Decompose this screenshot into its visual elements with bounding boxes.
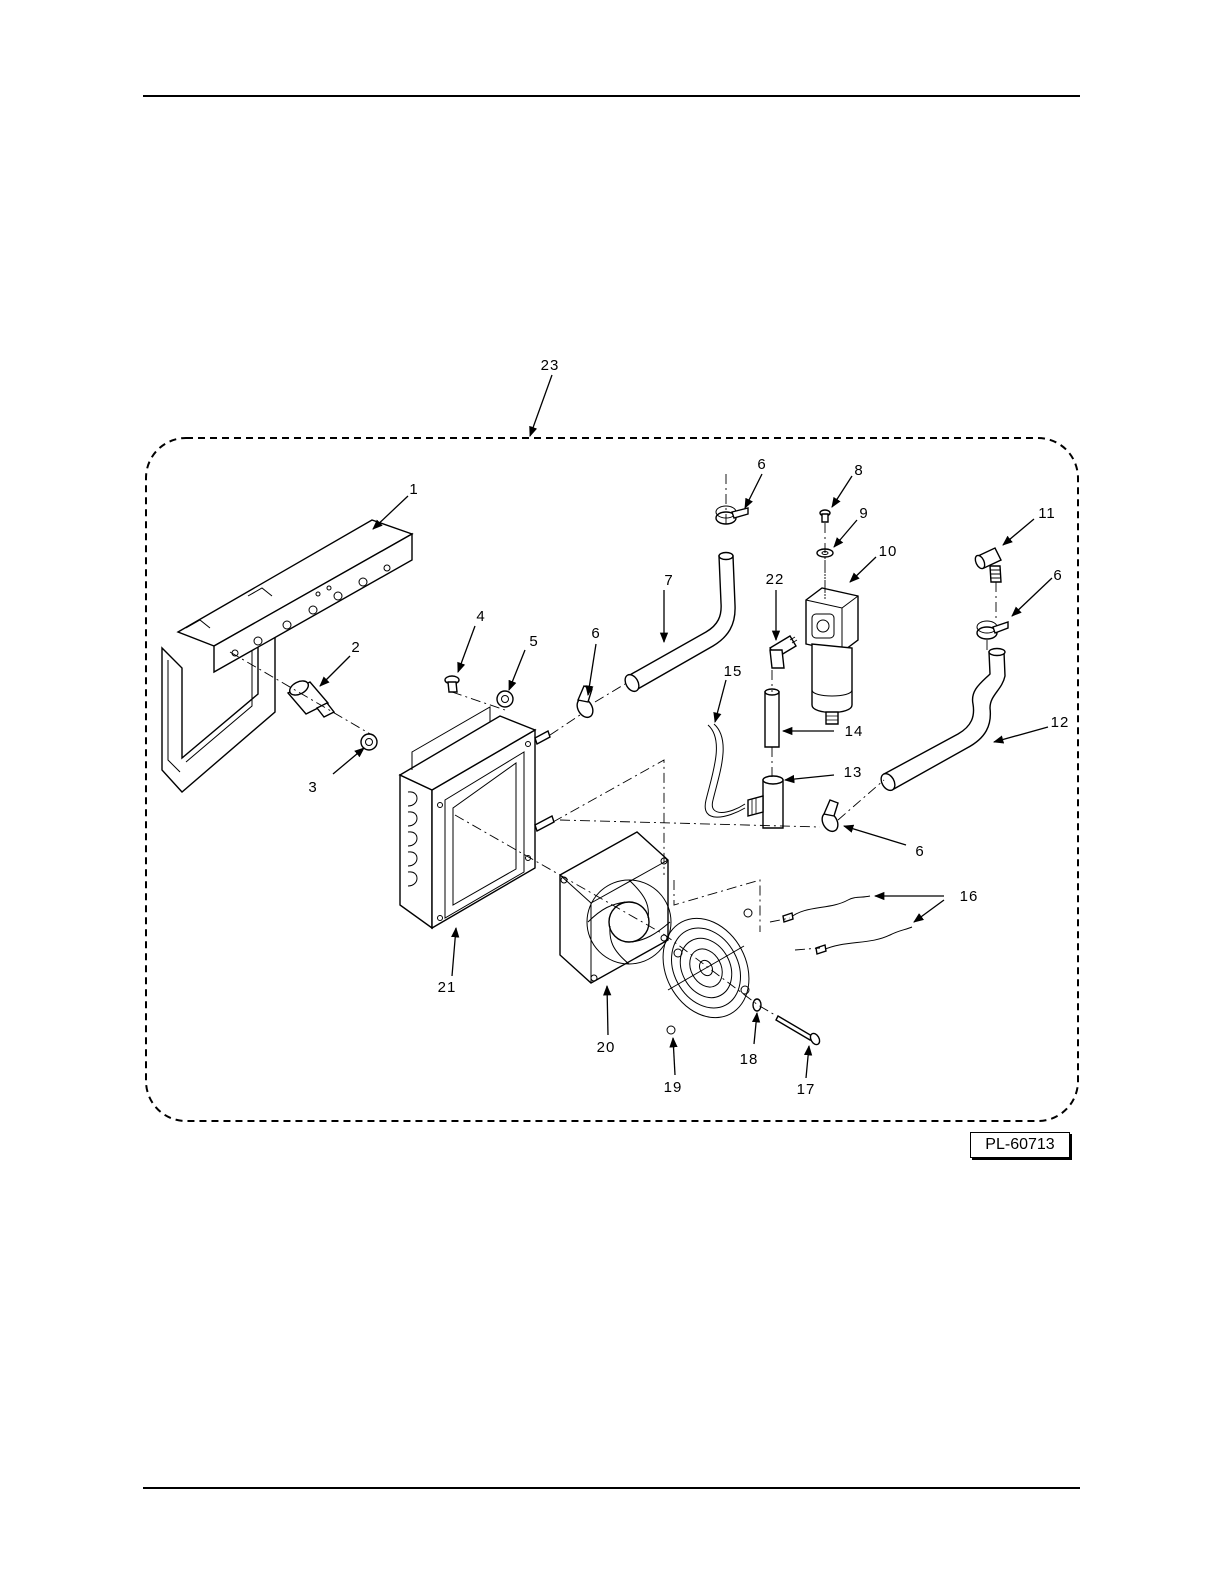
part-13-tee-fitting xyxy=(748,776,783,828)
part-3-nut xyxy=(361,734,377,750)
callout-16: 16 xyxy=(960,888,979,905)
callout-14: 14 xyxy=(845,723,864,740)
callout-2: 2 xyxy=(351,639,360,656)
figure-reference-id: PL-60713 xyxy=(970,1132,1070,1158)
callout-23: 23 xyxy=(541,357,560,374)
callout-6-hx: 6 xyxy=(591,625,600,642)
callout-12: 12 xyxy=(1051,714,1070,731)
callout-15: 15 xyxy=(724,663,743,680)
callout-21: 21 xyxy=(438,979,457,996)
callout-4: 4 xyxy=(476,608,485,625)
callout-6-lower: 6 xyxy=(915,843,924,860)
callout-19: 19 xyxy=(664,1079,683,1096)
part-11-elbow-fitting xyxy=(973,548,1001,582)
part-8-screw xyxy=(820,510,830,522)
part-22-elbow xyxy=(770,636,797,668)
part-6-hose-clamp-hx xyxy=(574,686,596,720)
callout-13: 13 xyxy=(844,764,863,781)
callout-22: 22 xyxy=(766,571,785,588)
callout-3: 3 xyxy=(308,779,317,796)
assembly-boundary xyxy=(146,438,1078,1121)
part-15-tubing xyxy=(705,724,745,817)
callout-5: 5 xyxy=(529,633,538,650)
callout-6-right: 6 xyxy=(1053,567,1062,584)
part-16-wire-leads xyxy=(783,896,912,954)
part-18-washer xyxy=(753,999,761,1011)
part-20-fan xyxy=(560,832,671,983)
callout-labels: 23 1 2 3 4 5 6 7 6 8 9 10 11 6 22 15 14 … xyxy=(308,357,1069,1098)
part-21-heat-exchanger xyxy=(400,707,554,928)
part-7-hose xyxy=(622,553,735,694)
part-14-tube xyxy=(765,689,779,747)
callout-18: 18 xyxy=(740,1051,759,1068)
callout-17: 17 xyxy=(797,1081,816,1098)
part-6-hose-clamp-lower xyxy=(819,800,841,834)
part-5-nut xyxy=(497,691,513,707)
callout-1: 1 xyxy=(409,481,418,498)
part-1-bracket xyxy=(162,520,412,792)
callout-leaders xyxy=(320,375,1052,1078)
callout-11: 11 xyxy=(1038,505,1056,522)
part-2-standoff xyxy=(287,678,334,717)
callout-9: 9 xyxy=(859,505,868,522)
part-6-hose-clamp-top xyxy=(716,506,748,524)
callout-6-top: 6 xyxy=(757,456,766,473)
callout-10: 10 xyxy=(879,543,898,560)
part-6-hose-clamp-right xyxy=(977,621,1008,639)
callout-7: 7 xyxy=(664,572,673,589)
part-12-hose xyxy=(878,649,1005,793)
callout-8: 8 xyxy=(854,462,863,479)
part-10-filter xyxy=(806,588,858,724)
part-4-screw xyxy=(445,676,459,692)
callout-20: 20 xyxy=(597,1039,616,1056)
part-17-long-screw xyxy=(776,1016,821,1046)
